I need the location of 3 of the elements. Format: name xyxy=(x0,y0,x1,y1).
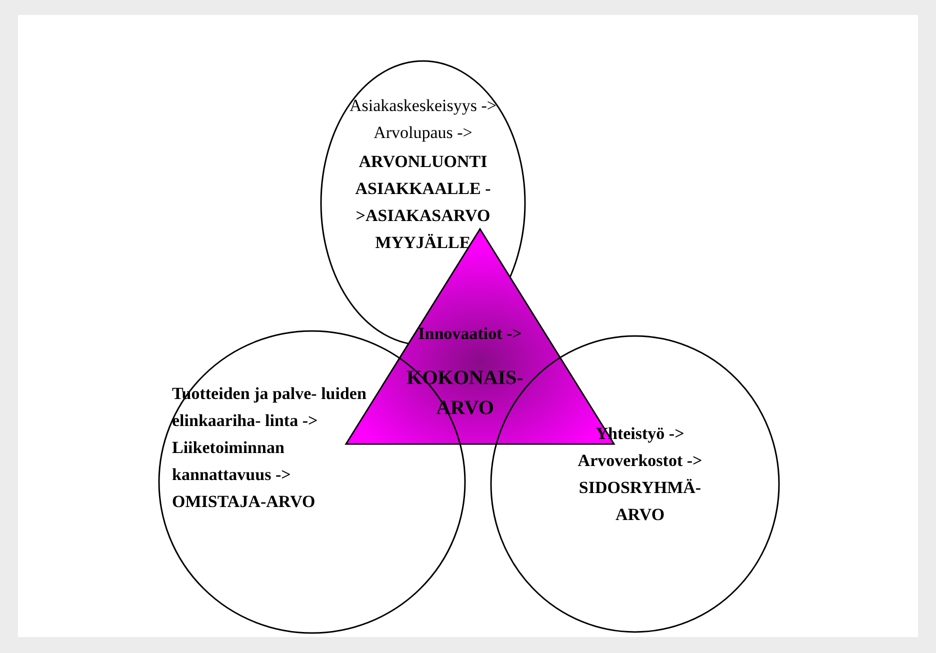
triangle-text: Innovaatiot -> xyxy=(417,323,523,345)
circle-text: ARVONLUONTI ASIAKKAALLE ->ASIAKASARVO MYYJÄLLE xyxy=(354,151,492,254)
circle-text: Asiakaskeskeisyys -> Arvolupaus -> xyxy=(348,95,498,144)
